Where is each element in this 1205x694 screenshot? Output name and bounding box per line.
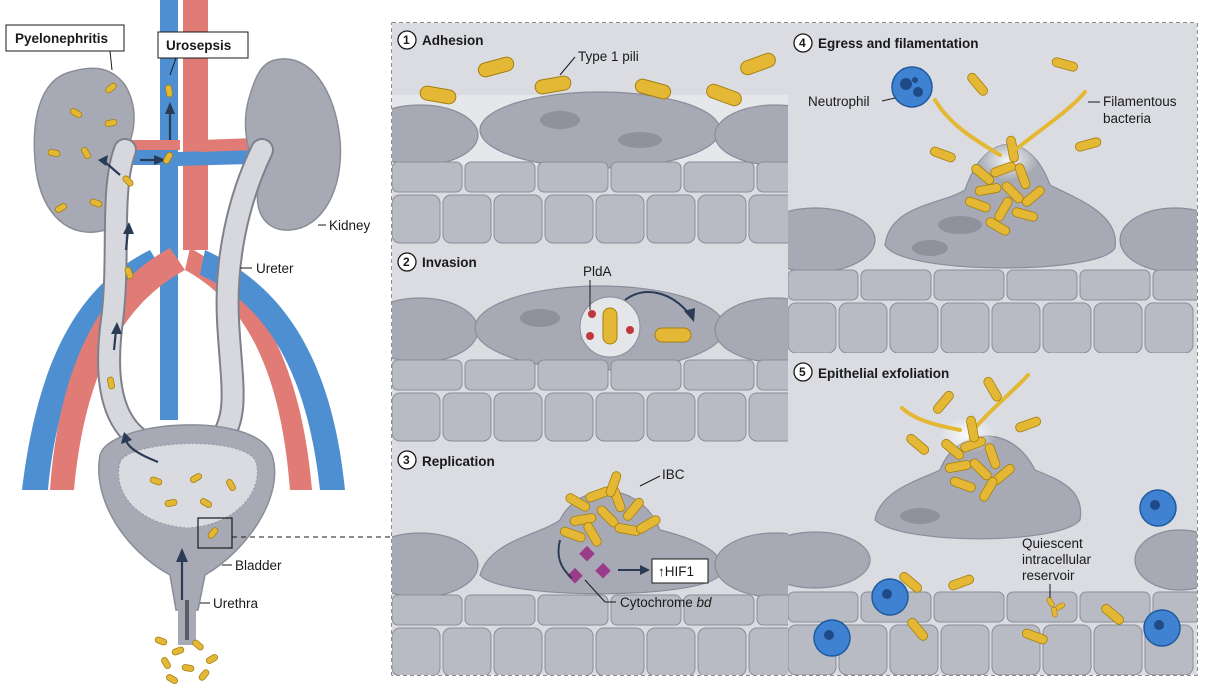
renal-artery-right [200,138,255,152]
plda-label: PldA [583,264,612,279]
urethra-label: Urethra [213,596,259,611]
bladder-lumen [118,443,258,529]
renal-artery [125,140,180,150]
kidney-label: Kidney [329,218,371,233]
panel-invasion: 2 Invasion PldA [392,244,788,442]
basal-cells [392,194,788,244]
ascending-arrow-bladder-ureter [124,439,159,464]
intermediate-cells [392,161,788,193]
quiescent-label-1: Quiescent [1022,536,1083,551]
panel-exfoliation: 5 Epithelial exfoliation Quiescent intra… [788,353,1197,675]
exfoliated-bacteria-cluster [941,415,1015,502]
kidney-right [244,58,342,231]
panel-1-number: 1 [403,33,410,47]
ibc-bacteria-cluster [559,471,661,547]
panel-2-number: 2 [403,255,410,269]
panel-egress: 4 Egress and filamentation Neutrophil Fi… [788,23,1197,353]
panel-4-number: 4 [799,36,806,50]
iliac-vein-right [200,250,345,490]
quiescent-label-2: intracellular [1022,552,1092,567]
cytochrome-label: Cytochrome bd [620,595,712,610]
quiescent-reservoir [1046,597,1066,618]
panel-1-title: Adhesion [422,33,484,48]
ureter-label: Ureter [256,261,294,276]
pyelonephritis-box [5,24,125,52]
pyelonephritis-label: Pyelonephritis [15,31,108,46]
filamentous-label-1: Filamentous [1103,94,1177,109]
panel-3-title: Replication [422,454,495,469]
filamentous-label-2: bacteria [1103,111,1152,126]
panel-2-title: Invasion [422,255,477,270]
escaped-bacterium [654,327,692,343]
quiescent-label-3: reservoir [1022,568,1075,583]
filamentous-bacteria [933,90,1087,157]
type1-pili-label: Type 1 pili [578,49,639,64]
iliac-artery-right [185,248,312,490]
aorta [183,0,208,250]
neutrophil-label: Neutrophil [808,94,870,109]
umbrella-cells [392,91,788,169]
neutrophil [891,66,933,108]
anatomy-bacteria [47,82,236,684]
ascending-arrow-ureter-high [104,161,121,176]
panel-adhesion: 1 Adhesion Type 1 pili [392,23,788,244]
panel-3-number: 3 [403,453,410,467]
urinary-tract-anatomy: Pyelonephritis Urosepsis Kidney Ureter B… [5,0,392,684]
ibc-curve-arrow [557,539,573,579]
cytochrome-bd-molecules [567,545,611,584]
panel-5-title: Epithelial exfoliation [818,366,949,381]
vena-cava [160,0,178,420]
hif1-label: ↑HIF1 [658,564,694,579]
bladder-label: Bladder [235,558,282,573]
hif1-box [651,558,709,584]
invading-bacterium [602,307,618,345]
adherent-bacteria [419,52,776,107]
bladder-zoom-box [197,517,233,549]
urosepsis-box [157,31,249,59]
panel-5-number: 5 [799,365,806,379]
renal-vein-right [178,150,250,166]
invasion-arrow [624,291,691,316]
ibc-label: IBC [662,467,685,482]
panel-4-title: Egress and filamentation [818,36,979,51]
egress-bacteria-cluster [964,135,1045,236]
urosepsis-label: Urosepsis [166,38,231,53]
panel-replication: ↑HIF1 3 Replication IBC Cytochrome bd [392,442,788,675]
plda-enzyme [586,310,634,340]
